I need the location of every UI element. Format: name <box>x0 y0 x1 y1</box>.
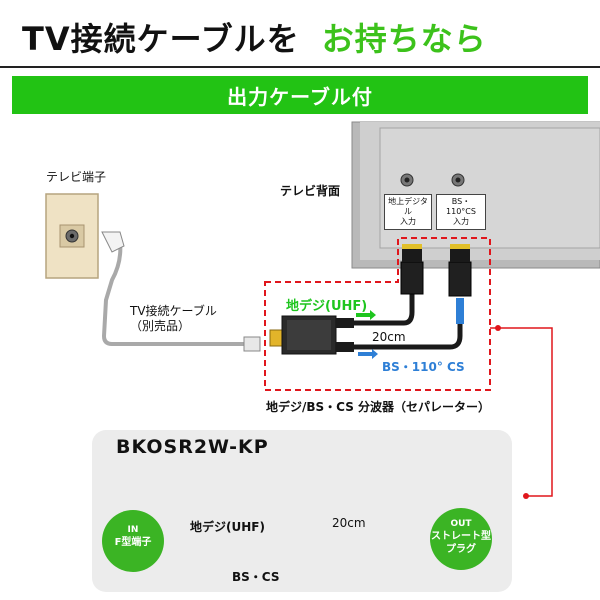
badge-out: OUT ストレート型 プラグ <box>430 508 492 570</box>
separator-body <box>269 315 354 355</box>
badge-out-title: OUT <box>450 519 472 529</box>
uhf-cable <box>354 292 415 326</box>
badge-in-title: IN <box>127 525 139 535</box>
bs-cable-marker <box>456 298 464 324</box>
product-model: BKOSR2W-KP <box>116 436 269 458</box>
tv-cable <box>101 241 244 346</box>
port-label-terrestrial-line1: 地上デジタル <box>388 197 428 216</box>
port-label-bs-line2: 入力 <box>453 217 469 226</box>
uhf-arrow <box>356 310 376 320</box>
wall-terminal <box>45 193 99 279</box>
separator-highlight-outline <box>264 237 491 391</box>
banner: 出力ケーブル付 <box>12 76 588 114</box>
callout-dot-top <box>495 325 501 331</box>
title-main: TV接続ケーブルを <box>22 20 300 58</box>
header-divider <box>0 66 600 68</box>
badge-in-text: F型端子 <box>114 537 152 548</box>
bs-arrow <box>358 349 378 359</box>
badge-out-text-2: プラグ <box>446 544 476 555</box>
badge-in: IN F型端子 <box>102 510 164 572</box>
callout-dot <box>523 493 529 499</box>
tv-cable-plug-angled <box>101 231 125 253</box>
uhf-plug <box>400 244 424 295</box>
port-label-bs-line1: BS・110°CS <box>446 197 476 216</box>
product-bs-label: BS・CS <box>232 570 280 584</box>
product-panel <box>92 430 512 592</box>
product-uhf-label: 地デジ(UHF) <box>190 520 265 534</box>
length-label: 20cm <box>372 330 406 344</box>
cable-label-line2: （別売品） <box>130 319 191 333</box>
product-length-label: 20cm <box>332 516 366 530</box>
page-title: TV接続ケーブルを お持ちなら <box>22 14 487 62</box>
bs-plug <box>448 244 472 297</box>
bs-cable <box>354 300 463 350</box>
tv-port-terrestrial <box>400 173 414 187</box>
port-label-terrestrial: 地上デジタル 入力 <box>384 194 432 230</box>
port-label-terrestrial-line2: 入力 <box>400 217 416 226</box>
badge-out-text-1: ストレート型 <box>431 531 491 542</box>
port-label-bs: BS・110°CS 入力 <box>436 194 486 230</box>
title-accent: お持ちなら <box>321 20 487 58</box>
callout-line <box>490 327 553 497</box>
separator-label: 地デジ/BS・CS 分波器（セパレーター） <box>266 400 491 414</box>
bs-label: BS・110° CS <box>382 360 465 374</box>
tv-port-bs <box>451 173 465 187</box>
tv-cable-plug-straight <box>243 336 261 352</box>
cable-label-line1: TV接続ケーブル <box>130 304 217 318</box>
tv-terminal-label: テレビ端子 <box>46 170 107 184</box>
tv-back-label: テレビ背面 <box>280 184 341 198</box>
cable-label: TV接続ケーブル （別売品） <box>130 304 217 334</box>
uhf-label: 地デジ(UHF) <box>286 299 368 314</box>
